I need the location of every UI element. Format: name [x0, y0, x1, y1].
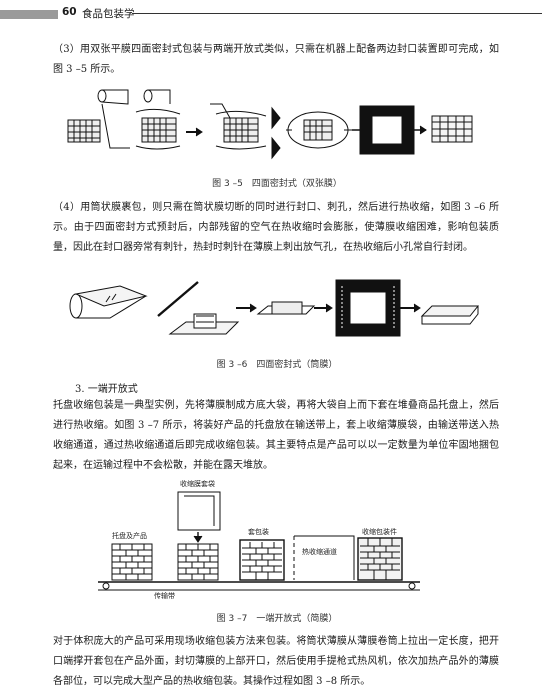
- paragraph-5: 托盘收缩包装是一典型实例，先将薄膜制成方底大袋，再将大袋自上而下套在堆叠商品托盘…: [53, 400, 499, 471]
- figure-3-7: 收缩膜套袋 托盘及产品 套包装 热收缩通道 收缩包装件 传输带: [98, 479, 420, 600]
- paragraph-6: 对于体积庞大的产品可采用现场收缩包装方法来包装。将筒状薄膜从薄膜卷筒上拉出一定长…: [53, 636, 499, 687]
- label-bag: 收缩膜套袋: [180, 479, 215, 488]
- figure-3-7-caption: 图 3 –7 一端开放式（简膜）: [216, 614, 338, 624]
- label-conveyor: 传输带: [154, 591, 175, 600]
- section-heading: 3. 一端开放式: [75, 384, 138, 395]
- label-tunnel: 热收缩通道: [302, 547, 337, 556]
- book-title: 食品包装学: [82, 8, 135, 20]
- header-rule: [132, 13, 542, 15]
- label-cover: 套包装: [248, 527, 269, 536]
- figure-3-6-caption: 图 3 –6 四面密封式（筒膜）: [216, 360, 338, 370]
- paragraph-3: （3）用双张平膜四面密封式包装与两端开放式类似，只需在机器上配备两边封口装置即可…: [53, 44, 499, 75]
- paragraph-4: （4）用筒状膜裹包，则只需在筒状膜切断的同时进行封口、刺孔，然后进行热收缩，如图…: [53, 202, 499, 253]
- label-tray: 托盘及产品: [112, 531, 147, 540]
- figure-3-5-caption: 图 3 –5 四面密封式（双张膜）: [212, 179, 342, 189]
- page-number: 60: [62, 6, 77, 18]
- header-bar: [0, 10, 58, 19]
- label-finished: 收缩包装件: [362, 527, 397, 536]
- figure-3-5: [67, 89, 473, 160]
- page-header: 60 食品包装学: [0, 0, 554, 28]
- figure-3-6: [69, 279, 480, 337]
